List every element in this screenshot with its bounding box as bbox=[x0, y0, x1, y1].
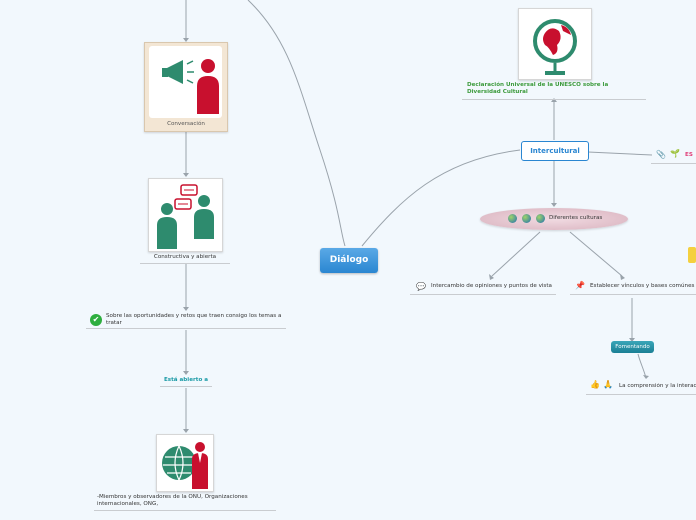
intercambio-underline bbox=[410, 294, 556, 295]
oportunidades-label: Sobre las oportunidades y retos que trae… bbox=[106, 313, 282, 326]
dialogue-people-icon bbox=[157, 184, 214, 249]
globe-icon-3 bbox=[536, 214, 545, 223]
conversacion-label: Conversación bbox=[167, 121, 205, 127]
globe-icon-1 bbox=[508, 214, 517, 223]
miembros-label: -Miembros y observadores de la ONU, Orga… bbox=[97, 494, 248, 507]
conversacion-image bbox=[149, 46, 222, 118]
esta-abierto-label: Está abierto a bbox=[163, 377, 209, 383]
unesco-label: Declaración Universal de la UNESCO sobre… bbox=[467, 82, 609, 95]
constructiva-image-card[interactable] bbox=[148, 178, 223, 252]
vinculos-underline bbox=[570, 294, 696, 295]
fomentando-node[interactable]: Fomentando bbox=[611, 341, 654, 353]
comprension-underline bbox=[586, 394, 696, 395]
diferentes-node[interactable]: Diferentes culturas bbox=[480, 208, 628, 230]
globe-icon-2 bbox=[522, 214, 531, 223]
unesco-underline bbox=[462, 99, 646, 100]
conversacion-node[interactable]: Conversación bbox=[144, 42, 228, 132]
paperclip-icon: 📎 bbox=[656, 150, 666, 159]
megaphone-person-icon bbox=[162, 59, 219, 114]
sprout-icon: 🌱 bbox=[670, 149, 680, 158]
comprension-label: La comprensión y la interacc bbox=[619, 383, 696, 389]
pushpin-icon: 📌 bbox=[575, 281, 585, 290]
intercultural-node[interactable]: Intercultural bbox=[521, 141, 589, 161]
oportunidades-underline bbox=[86, 328, 286, 329]
world-globe-icon bbox=[533, 19, 577, 75]
unesco-image-card[interactable] bbox=[518, 8, 592, 80]
esta-abierto-underline bbox=[160, 386, 212, 387]
praying-hands-icon: 🙏 bbox=[603, 380, 613, 389]
intercambio-label: Intercambio de opiniones y puntos de vis… bbox=[431, 283, 552, 289]
miembros-underline bbox=[94, 510, 276, 511]
central-topic-dialogo[interactable]: Diálogo bbox=[320, 248, 378, 273]
constructiva-label: Constructiva y abierta bbox=[153, 254, 217, 260]
diferentes-label: Diferentes culturas bbox=[549, 215, 603, 221]
es-underline bbox=[651, 163, 696, 164]
constructiva-underline bbox=[140, 263, 230, 264]
sticky-note-icon bbox=[688, 247, 696, 263]
check-icon: ✔ bbox=[90, 314, 102, 326]
speech-bubble-icon: 💬 bbox=[416, 282, 426, 291]
miembros-image-card[interactable] bbox=[156, 434, 214, 492]
vinculos-label: Establecer vínculos y bases comúnes bbox=[590, 283, 695, 289]
es-label: ES bbox=[685, 152, 693, 158]
thumbs-up-icon: 👍 bbox=[590, 380, 600, 389]
globe-businessman-icon bbox=[162, 442, 208, 489]
